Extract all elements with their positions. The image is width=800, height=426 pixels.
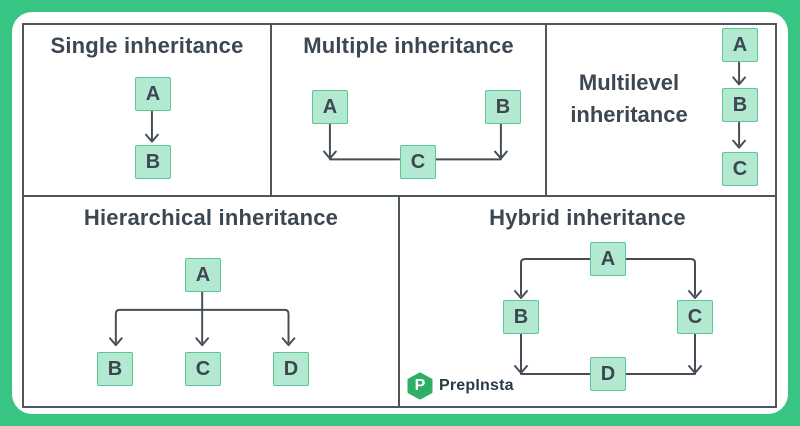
hybrid-node-c: C — [677, 300, 713, 334]
hierarchical-node-c: C — [185, 352, 221, 386]
logo-brand-text: PrepInsta — [439, 377, 514, 394]
multiple-node-a: A — [312, 90, 348, 124]
single-node-b: B — [135, 145, 171, 179]
single-node-a: A — [135, 77, 171, 111]
panel-title-hybrid: Hybrid inheritance — [489, 205, 686, 230]
multilevel-node-c: C — [722, 152, 758, 186]
multilevel-node-b: B — [722, 88, 758, 122]
prepinsta-logo: P PrepInsta — [406, 372, 514, 400]
prepinsta-hexagon-icon: P — [406, 372, 434, 400]
logo-letter-p: P — [414, 376, 426, 394]
panel-hierarchical-inheritance: Hierarchical inheritance A B C D — [24, 197, 400, 406]
hybrid-node-a: A — [590, 242, 626, 276]
hierarchical-node-a: A — [185, 258, 221, 292]
hierarchical-node-b: B — [97, 352, 133, 386]
panel-title-single: Single inheritance — [50, 33, 244, 58]
multiple-node-c: C — [400, 145, 436, 179]
hybrid-node-b: B — [503, 300, 539, 334]
panel-multilevel-inheritance: Multilevel inheritance A B C — [547, 25, 775, 197]
multilevel-node-a: A — [722, 28, 758, 62]
panel-title-hierarchical: Hierarchical inheritance — [83, 205, 339, 230]
panel-title-multiple: Multiple inheritance — [303, 33, 514, 58]
panel-hybrid-inheritance: Hybrid inheritance A B C D P PrepInsta — [400, 197, 775, 406]
multiple-node-b: B — [485, 90, 521, 124]
panel-single-inheritance: Single inheritance A B — [24, 25, 272, 197]
panel-title-multilevel: Multilevel inheritance — [570, 70, 688, 127]
hybrid-node-d: D — [590, 357, 626, 391]
inheritance-grid: Single inheritance A B Multiple inherita… — [22, 23, 777, 408]
hierarchical-node-d: D — [273, 352, 309, 386]
panel-multiple-inheritance: Multiple inheritance A B C — [272, 25, 547, 197]
